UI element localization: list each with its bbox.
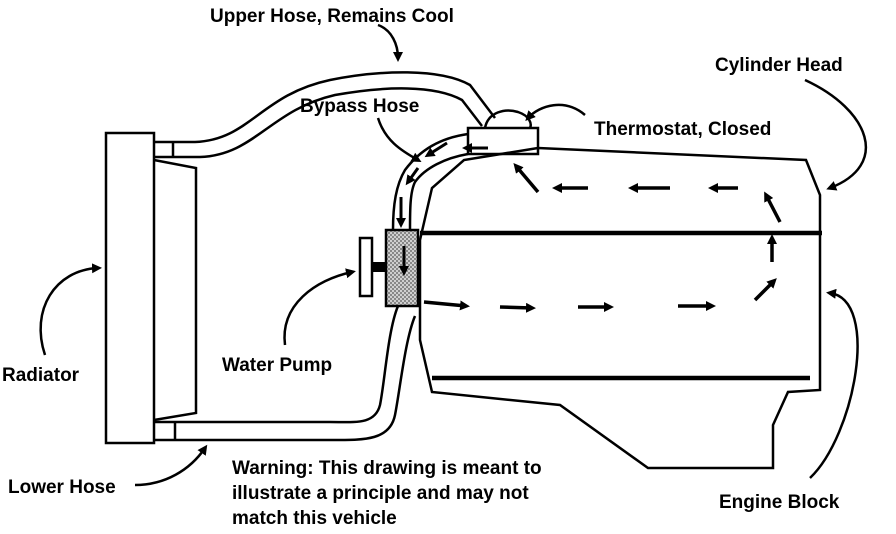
warning-note: Warning: This drawing is meant to illust… <box>232 456 652 531</box>
radiator-label: Radiator <box>2 365 80 386</box>
upper-hose-shape <box>154 71 496 159</box>
warning-line-2: illustrate a principle and may not <box>232 483 529 504</box>
engine-outline <box>418 146 822 470</box>
leader-lines <box>39 23 868 487</box>
lower-hose-label: Lower Hose <box>8 477 116 498</box>
water-pump-label: Water Pump <box>222 355 333 376</box>
upper-hose-label: Upper Hose, Remains Cool <box>210 6 454 27</box>
warning-line-1: Warning: This drawing is meant to <box>232 458 542 479</box>
bypass-hose-shape <box>391 132 469 231</box>
water-pump-shape <box>358 228 420 308</box>
warning-line-3: match this vehicle <box>232 508 397 529</box>
thermostat-label: Thermostat, Closed <box>594 119 772 140</box>
radiator-shape <box>104 131 198 445</box>
cylinder-head-label: Cylinder Head <box>715 55 843 76</box>
bypass-hose-label: Bypass Hose <box>300 96 420 117</box>
engine-block-label: Engine Block <box>719 492 840 513</box>
lower-hose-shape <box>154 305 417 442</box>
coolant-flow-arrows <box>423 162 782 313</box>
